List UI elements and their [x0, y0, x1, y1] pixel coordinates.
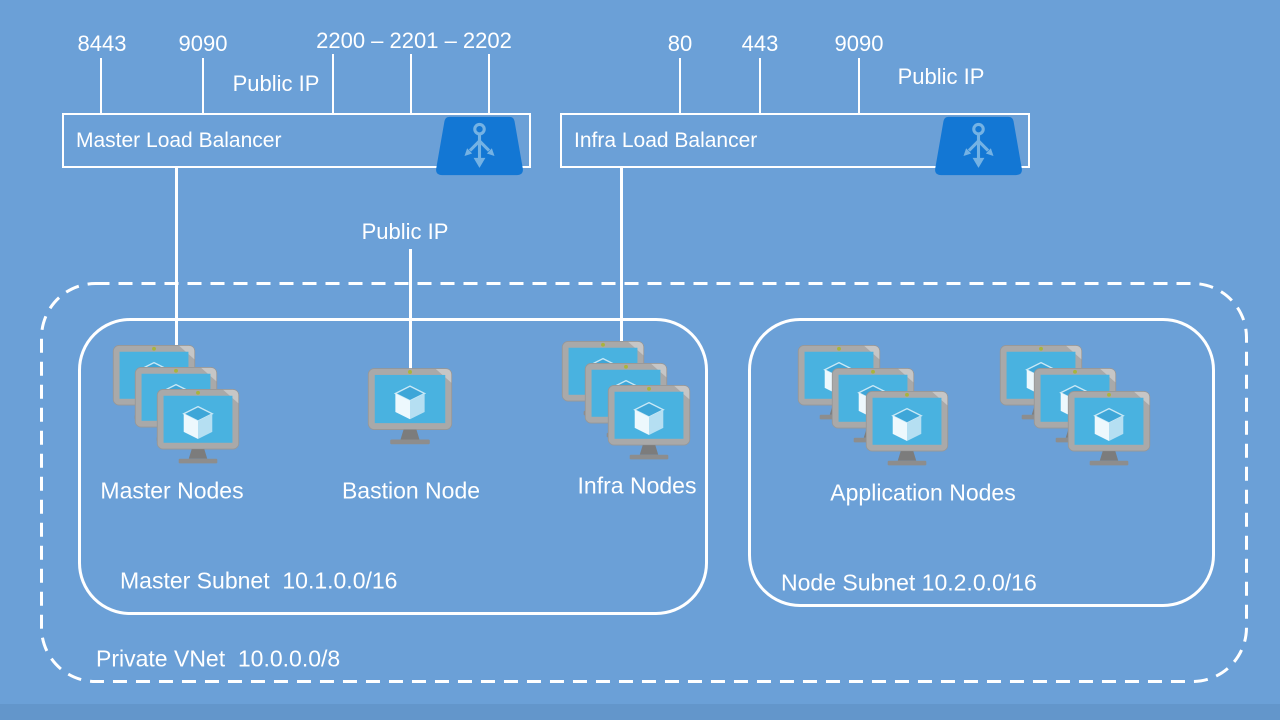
application-nodes-label: Application Nodes	[830, 479, 1016, 506]
port-line-2202	[488, 54, 490, 113]
master-load-balancer-label: Master Load Balancer	[76, 128, 282, 152]
bastion-node-label: Bastion Node	[341, 477, 481, 504]
application-nodes-stack-1	[797, 344, 957, 474]
connector-line-master-lb-to-nodes	[175, 168, 178, 346]
port-line-8443	[100, 58, 102, 113]
public-ip-label-infra: Public IP	[897, 64, 985, 89]
vm-icon	[1067, 390, 1151, 467]
connector-line-publicip-to-bastion	[409, 249, 412, 369]
load-balancer-icon	[434, 116, 525, 176]
node-subnet-label: Node Subnet 10.2.0.0/16	[781, 569, 1037, 596]
master-load-balancer-box: Master Load Balancer	[62, 113, 531, 176]
port-label-80: 80	[667, 31, 693, 56]
port-line-80	[679, 58, 681, 113]
vm-icon	[156, 388, 240, 465]
master-subnet-box	[78, 318, 708, 615]
load-balancer-icon	[933, 116, 1024, 176]
port-label-2200-2202: 2200 – 2201 – 2202	[316, 28, 512, 53]
port-line-9090-infra	[858, 58, 860, 113]
public-ip-label-master: Public IP	[232, 71, 320, 96]
port-label-8443: 8443	[77, 31, 127, 56]
private-vnet-label: Private VNet 10.0.0.0/8	[96, 645, 341, 672]
master-subnet-label: Master Subnet 10.1.0.0/16	[120, 567, 398, 594]
infra-nodes-label: Infra Nodes	[577, 472, 697, 499]
port-label-9090-infra: 9090	[834, 31, 884, 56]
port-line-2201	[410, 54, 412, 113]
port-line-443	[759, 58, 761, 113]
node-subnet-box	[748, 318, 1215, 607]
private-vnet-boundary	[40, 282, 1248, 683]
port-label-443: 443	[741, 31, 779, 56]
bastion-vm-icon	[367, 367, 453, 445]
infra-nodes-stack	[561, 340, 721, 470]
master-nodes-stack	[112, 344, 272, 474]
footer-strip	[0, 704, 1280, 720]
vm-icon	[865, 390, 949, 467]
infra-load-balancer-box: Infra Load Balancer	[560, 113, 1030, 176]
port-line-2200	[332, 54, 334, 113]
master-nodes-label: Master Nodes	[100, 477, 244, 504]
port-label-9090-master: 9090	[178, 31, 228, 56]
connector-line-infra-lb-to-nodes	[620, 168, 623, 346]
application-nodes-stack-2	[999, 344, 1159, 474]
port-line-9090-master	[202, 58, 204, 113]
public-ip-label-bastion: Public IP	[361, 219, 449, 244]
infra-load-balancer-label: Infra Load Balancer	[574, 128, 758, 152]
vm-icon	[607, 384, 691, 461]
